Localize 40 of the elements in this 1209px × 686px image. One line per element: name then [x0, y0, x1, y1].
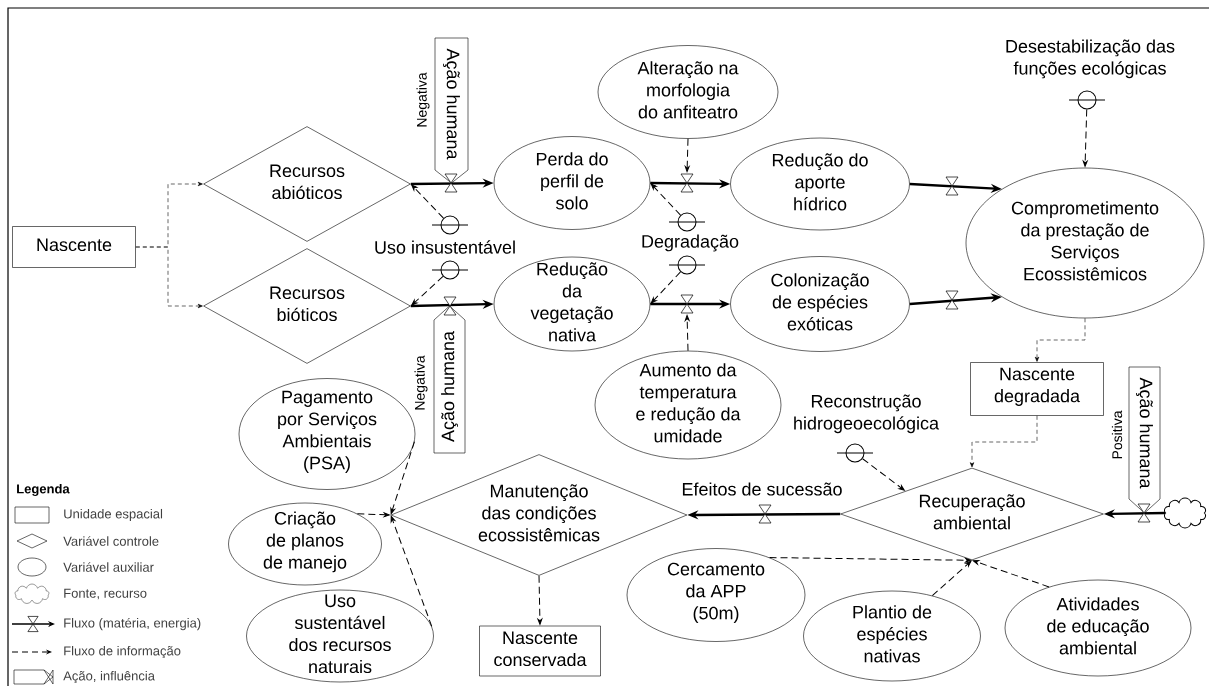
information-arrow: [356, 512, 390, 518]
sign-label: Negativa: [416, 72, 430, 127]
information-arrow: [411, 184, 444, 219]
information-arrow: [769, 557, 972, 563]
information-arrow: [972, 560, 1050, 588]
cloud-symbol: [1164, 497, 1206, 529]
information-arrow: [1034, 318, 1086, 362]
variable-label: Degradação: [642, 234, 739, 252]
information-arrow: [390, 515, 433, 627]
legend-text: Ação, influência: [63, 670, 155, 684]
information-arrow: [390, 441, 415, 515]
information-arrow: [684, 138, 690, 173]
information-arrow: [650, 183, 681, 216]
legend-text: Fonte, recurso: [64, 588, 147, 600]
variable-label: Desestabilização das funções ecológicas: [1006, 39, 1175, 79]
variable-label: Reconstrução hidrogeoecológica: [794, 394, 940, 434]
sign-label: Negativa: [414, 355, 428, 410]
information-arrow: [135, 246, 203, 309]
sign-label: Positiva: [1111, 410, 1123, 459]
information-arrow: [684, 314, 690, 352]
legend-text: Fluxo (matéria, energia): [64, 617, 201, 631]
information-arrow: [862, 458, 905, 491]
legend-text: Fluxo de informação: [64, 645, 181, 659]
information-arrow: [650, 271, 681, 304]
legend-text: Variável controle: [63, 536, 159, 546]
legend-text: Variável auxiliar: [63, 562, 154, 572]
unit-box: Nascente conservada: [479, 625, 601, 677]
information-arrow: [537, 575, 543, 625]
information-arrow: [411, 275, 444, 306]
unit-box: Nascente degradada: [970, 362, 1104, 416]
legend-text: Unidade espacial: [64, 508, 163, 522]
information-arrow: [969, 415, 1038, 468]
auxiliary-variable-symbol: [668, 212, 706, 232]
information-arrow: [1082, 109, 1088, 167]
legend-title: Legenda: [17, 483, 70, 497]
auxiliary-variable-symbol: [431, 215, 469, 235]
information-arrow: [931, 560, 972, 597]
auxiliary-variable-symbol: [668, 255, 706, 275]
auxiliary-variable-symbol: [431, 260, 469, 280]
unit-box: Nascente: [12, 226, 136, 268]
